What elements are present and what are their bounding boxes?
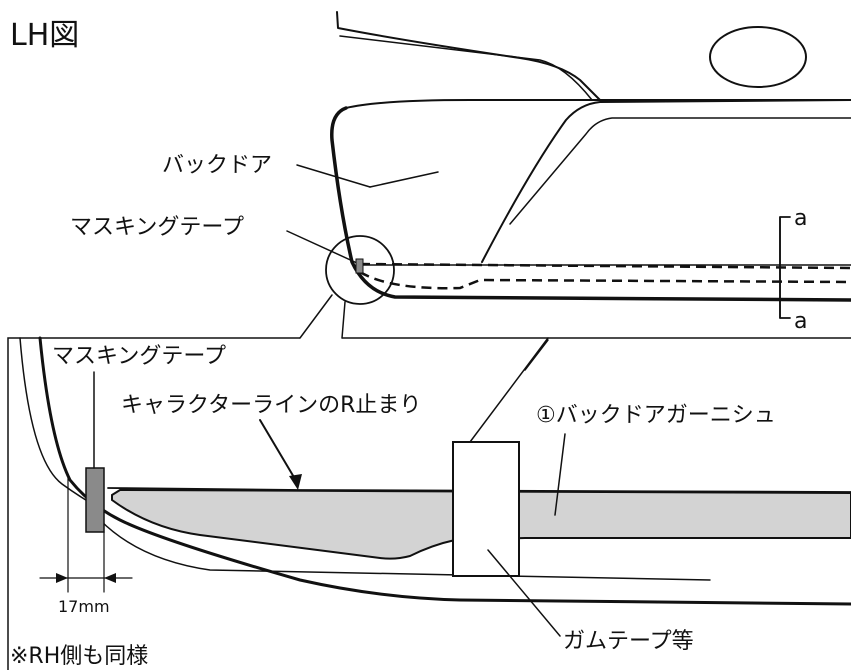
emblem-oval (709, 26, 807, 88)
masking-tape-leader (286, 230, 358, 264)
detail-view (7, 336, 851, 670)
garnish-label: ①バックドアガーニシュ (536, 403, 776, 428)
panel-crease-outer (481, 99, 851, 263)
back-door-leader (296, 164, 371, 188)
character-line-arrow (259, 419, 299, 485)
gum-tape-label: ガムテープ等 (563, 629, 694, 654)
masking-tape-detail (85, 467, 105, 533)
gum-tape (452, 441, 520, 577)
garnish-leader (554, 433, 566, 516)
back-door-label: バックドア (162, 153, 272, 178)
detail-connector-left (299, 294, 333, 339)
dimension-arrow-right (104, 573, 116, 583)
dimension-label: 17mm (58, 597, 110, 616)
detail-circle (325, 235, 395, 305)
masking-tape-small (355, 258, 364, 274)
detail-diagonal-2 (524, 339, 549, 371)
gum-tape-leader (487, 549, 561, 637)
dimension-arrow-left (56, 573, 68, 583)
back-door-top-edge (345, 99, 851, 109)
back-door-pointer (369, 171, 439, 188)
detail-connector-right (341, 301, 346, 339)
upper-view (286, 11, 851, 339)
rear-window-outline (336, 11, 601, 101)
character-line-arrowhead (289, 474, 302, 490)
detail-body-outer (38, 336, 851, 606)
garnish-dashed-outline (359, 262, 851, 290)
section-marker-top: a (794, 206, 807, 231)
panel-crease-inner (509, 117, 851, 225)
detail-frame (7, 337, 851, 670)
detail-diagonal-1 (469, 337, 549, 443)
back-door-edge (330, 106, 851, 302)
rear-window-inner (339, 35, 593, 101)
masking-tape-label-upper: マスキングテープ (70, 215, 244, 240)
section-marker-bottom: a (794, 309, 807, 334)
detail-sill-line (99, 519, 711, 581)
character-line-label: キャラクターラインのR止まり (121, 393, 421, 418)
masking-tape-label-detail: マスキングテープ (52, 344, 226, 369)
figure-title: LH図 (10, 18, 79, 53)
rh-same-note: ※RH側も同様 (10, 644, 148, 669)
